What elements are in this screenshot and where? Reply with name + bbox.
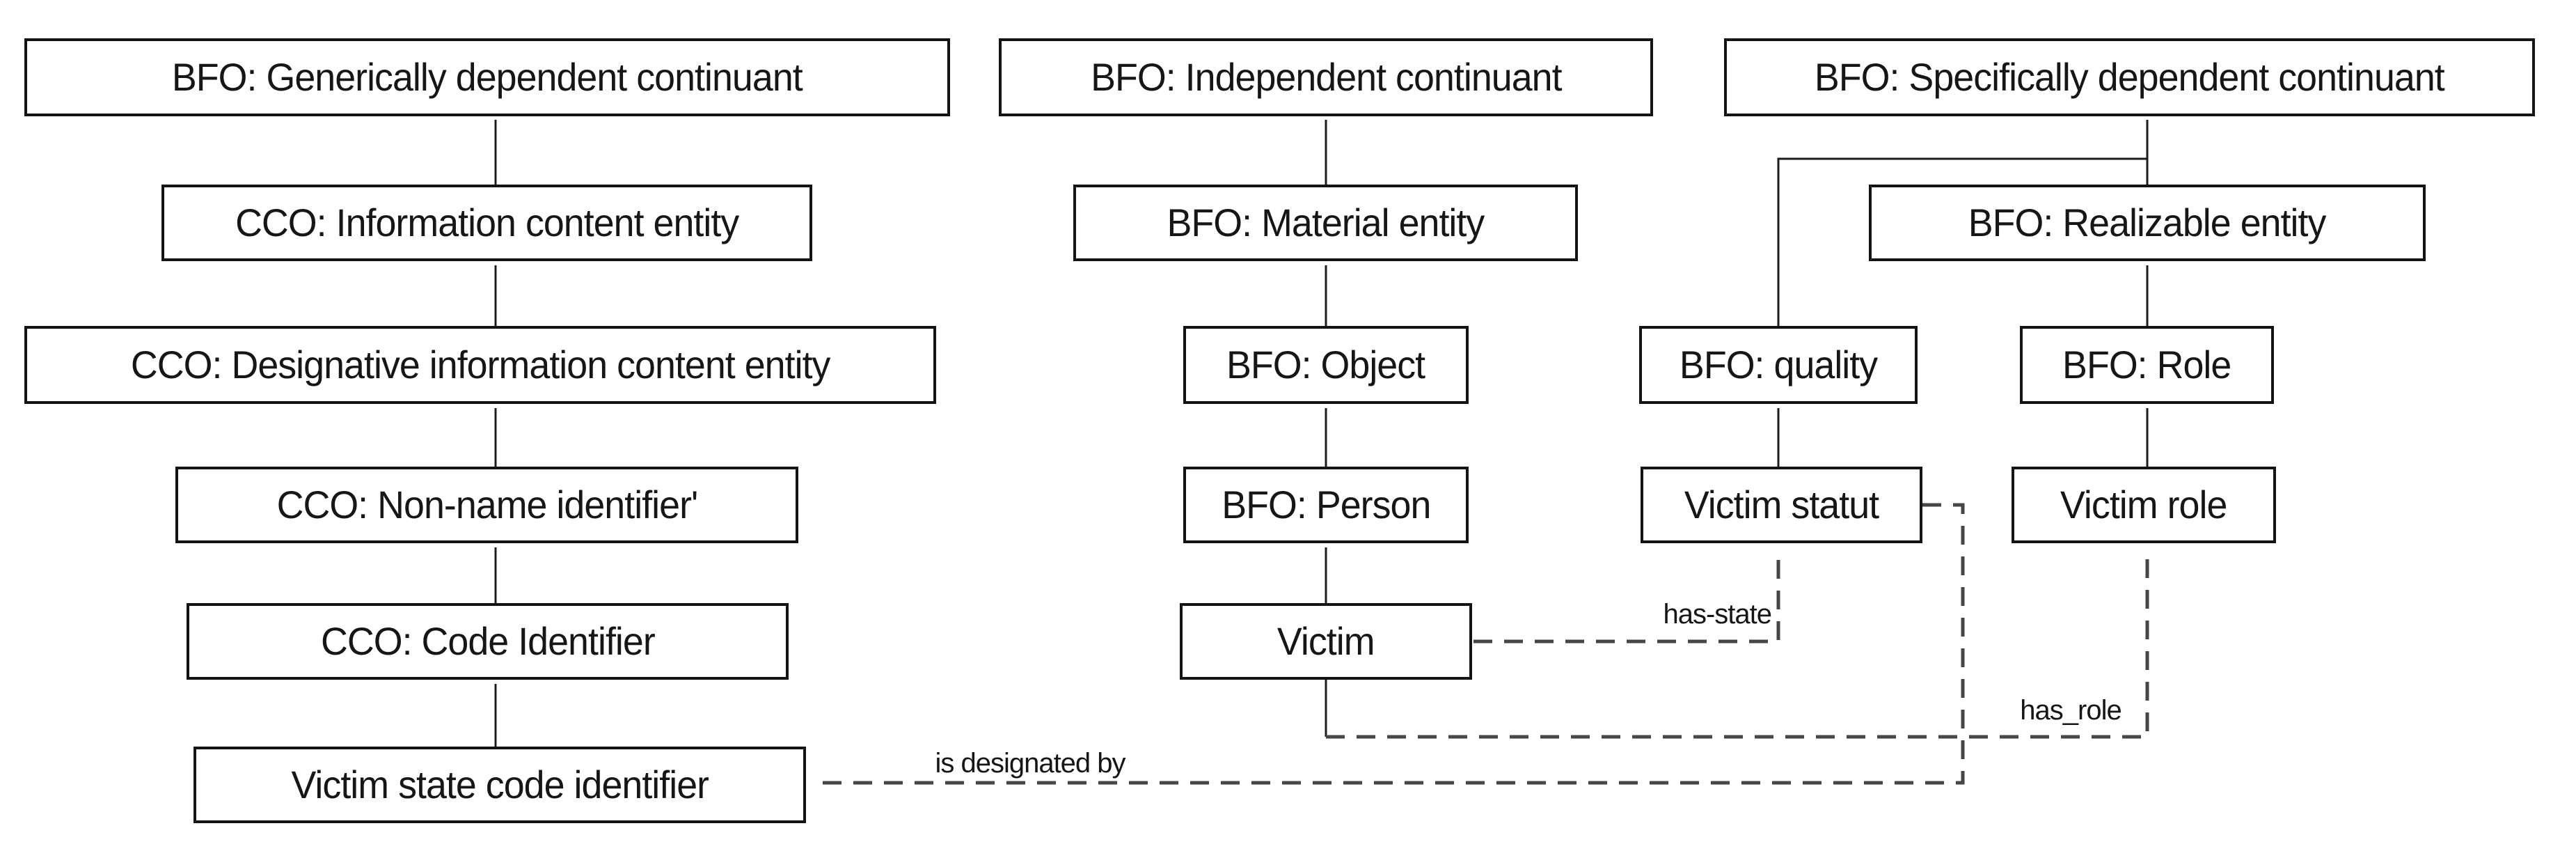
node-label: BFO: Realizable entity	[1968, 201, 2327, 244]
node-label: CCO: Designative information content ent…	[130, 343, 831, 387]
node-bfo-person: BFO: Person	[1183, 467, 1469, 543]
node-label: Victim state code identifier	[291, 763, 709, 806]
node-label: CCO: Code Identifier	[320, 619, 656, 663]
node-bfo-material-entity: BFO: Material entity	[1073, 185, 1578, 261]
node-victim-role: Victim role	[2012, 467, 2276, 543]
node-label: Victim statut	[1684, 483, 1879, 526]
node-label: BFO: Independent continuant	[1090, 55, 1562, 99]
node-bfo-quality: BFO: quality	[1639, 326, 1918, 404]
node-bfo-object: BFO: Object	[1183, 326, 1469, 404]
node-victim: Victim	[1180, 603, 1472, 680]
node-cco-non-name-identifier: CCO: Non-name identifier'	[175, 467, 798, 543]
node-bfo-realizable-entity: BFO: Realizable entity	[1869, 185, 2426, 261]
node-label: BFO: Person	[1221, 483, 1431, 526]
node-cco-information-content-entity: CCO: Information content entity	[161, 185, 812, 261]
node-bfo-specifically-dependent-continuant: BFO: Specifically dependent continuant	[1724, 38, 2535, 116]
node-bfo-role: BFO: Role	[2020, 326, 2274, 404]
node-label: CCO: Information content entity	[235, 201, 739, 244]
edge-label-has-state: has-state	[1663, 599, 1772, 630]
node-cco-designative-information-content-entity: CCO: Designative information content ent…	[24, 326, 936, 404]
node-victim-state-code-identifier: Victim state code identifier	[193, 747, 806, 823]
edge-quality-to-sdc-elbow	[1777, 157, 2147, 326]
edge-is-designated-by	[813, 503, 1965, 785]
node-bfo-independent-continuant: BFO: Independent continuant	[999, 38, 1653, 116]
node-label: BFO: Generically dependent continuant	[172, 55, 803, 99]
edge-label-is-designated-by: is designated by	[935, 748, 1125, 779]
node-label: Victim role	[2060, 483, 2227, 526]
node-cco-code-identifier: CCO: Code Identifier	[187, 603, 789, 680]
node-bfo-generically-dependent-continuant: BFO: Generically dependent continuant	[24, 38, 950, 116]
edge-has-state	[1473, 549, 1780, 644]
node-label: BFO: Role	[2062, 343, 2231, 387]
node-label: BFO: Object	[1226, 343, 1425, 387]
edge-label-has-role: has_role	[2020, 695, 2121, 726]
node-label: CCO: Non-name identifier'	[276, 483, 698, 526]
node-label: BFO: quality	[1679, 343, 1878, 387]
node-label: BFO: Specifically dependent continuant	[1815, 55, 2445, 99]
node-label: BFO: Material entity	[1167, 201, 1485, 244]
node-label: Victim	[1277, 619, 1375, 663]
node-victim-statut: Victim statut	[1641, 467, 1922, 543]
